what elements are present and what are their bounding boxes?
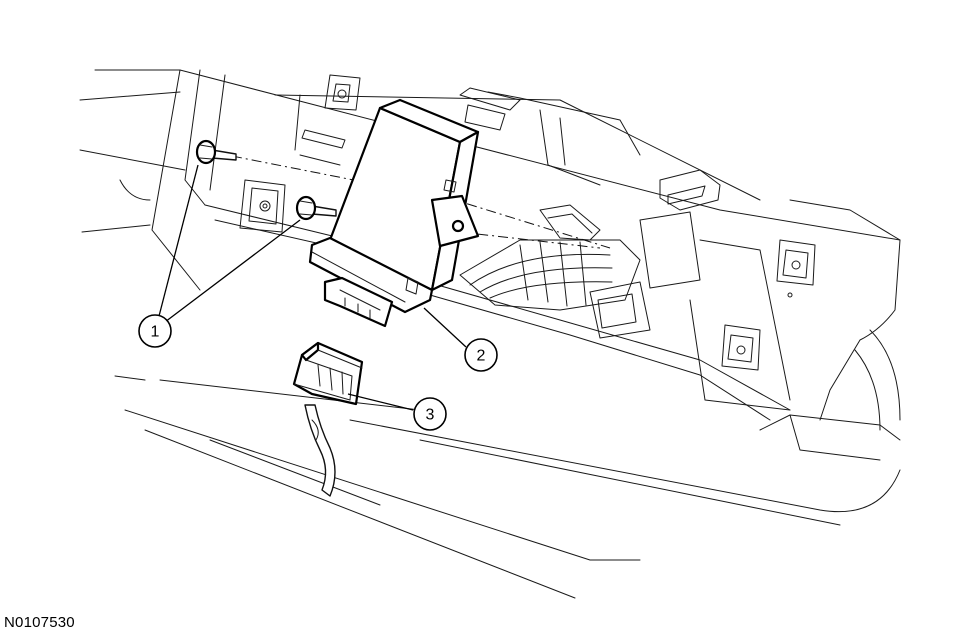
- module: [308, 98, 480, 328]
- vehicle-structure: [79, 69, 901, 599]
- callout-2-circle: [464, 338, 498, 372]
- callout-3-circle: [413, 397, 447, 431]
- bolt-upper: [195, 139, 237, 165]
- electrical-connector: [292, 341, 364, 406]
- figure-id: N0107530: [4, 614, 75, 631]
- bolt-lower: [295, 195, 337, 221]
- callout-3-label: 3: [426, 407, 435, 424]
- callout-3: 3: [347, 393, 447, 431]
- callout-2-label: 2: [477, 348, 486, 365]
- callout-1-label: 1: [151, 324, 160, 341]
- callout-1-circle: [138, 314, 172, 348]
- callout-2: 2: [423, 307, 498, 372]
- callout-1: 1: [138, 164, 301, 348]
